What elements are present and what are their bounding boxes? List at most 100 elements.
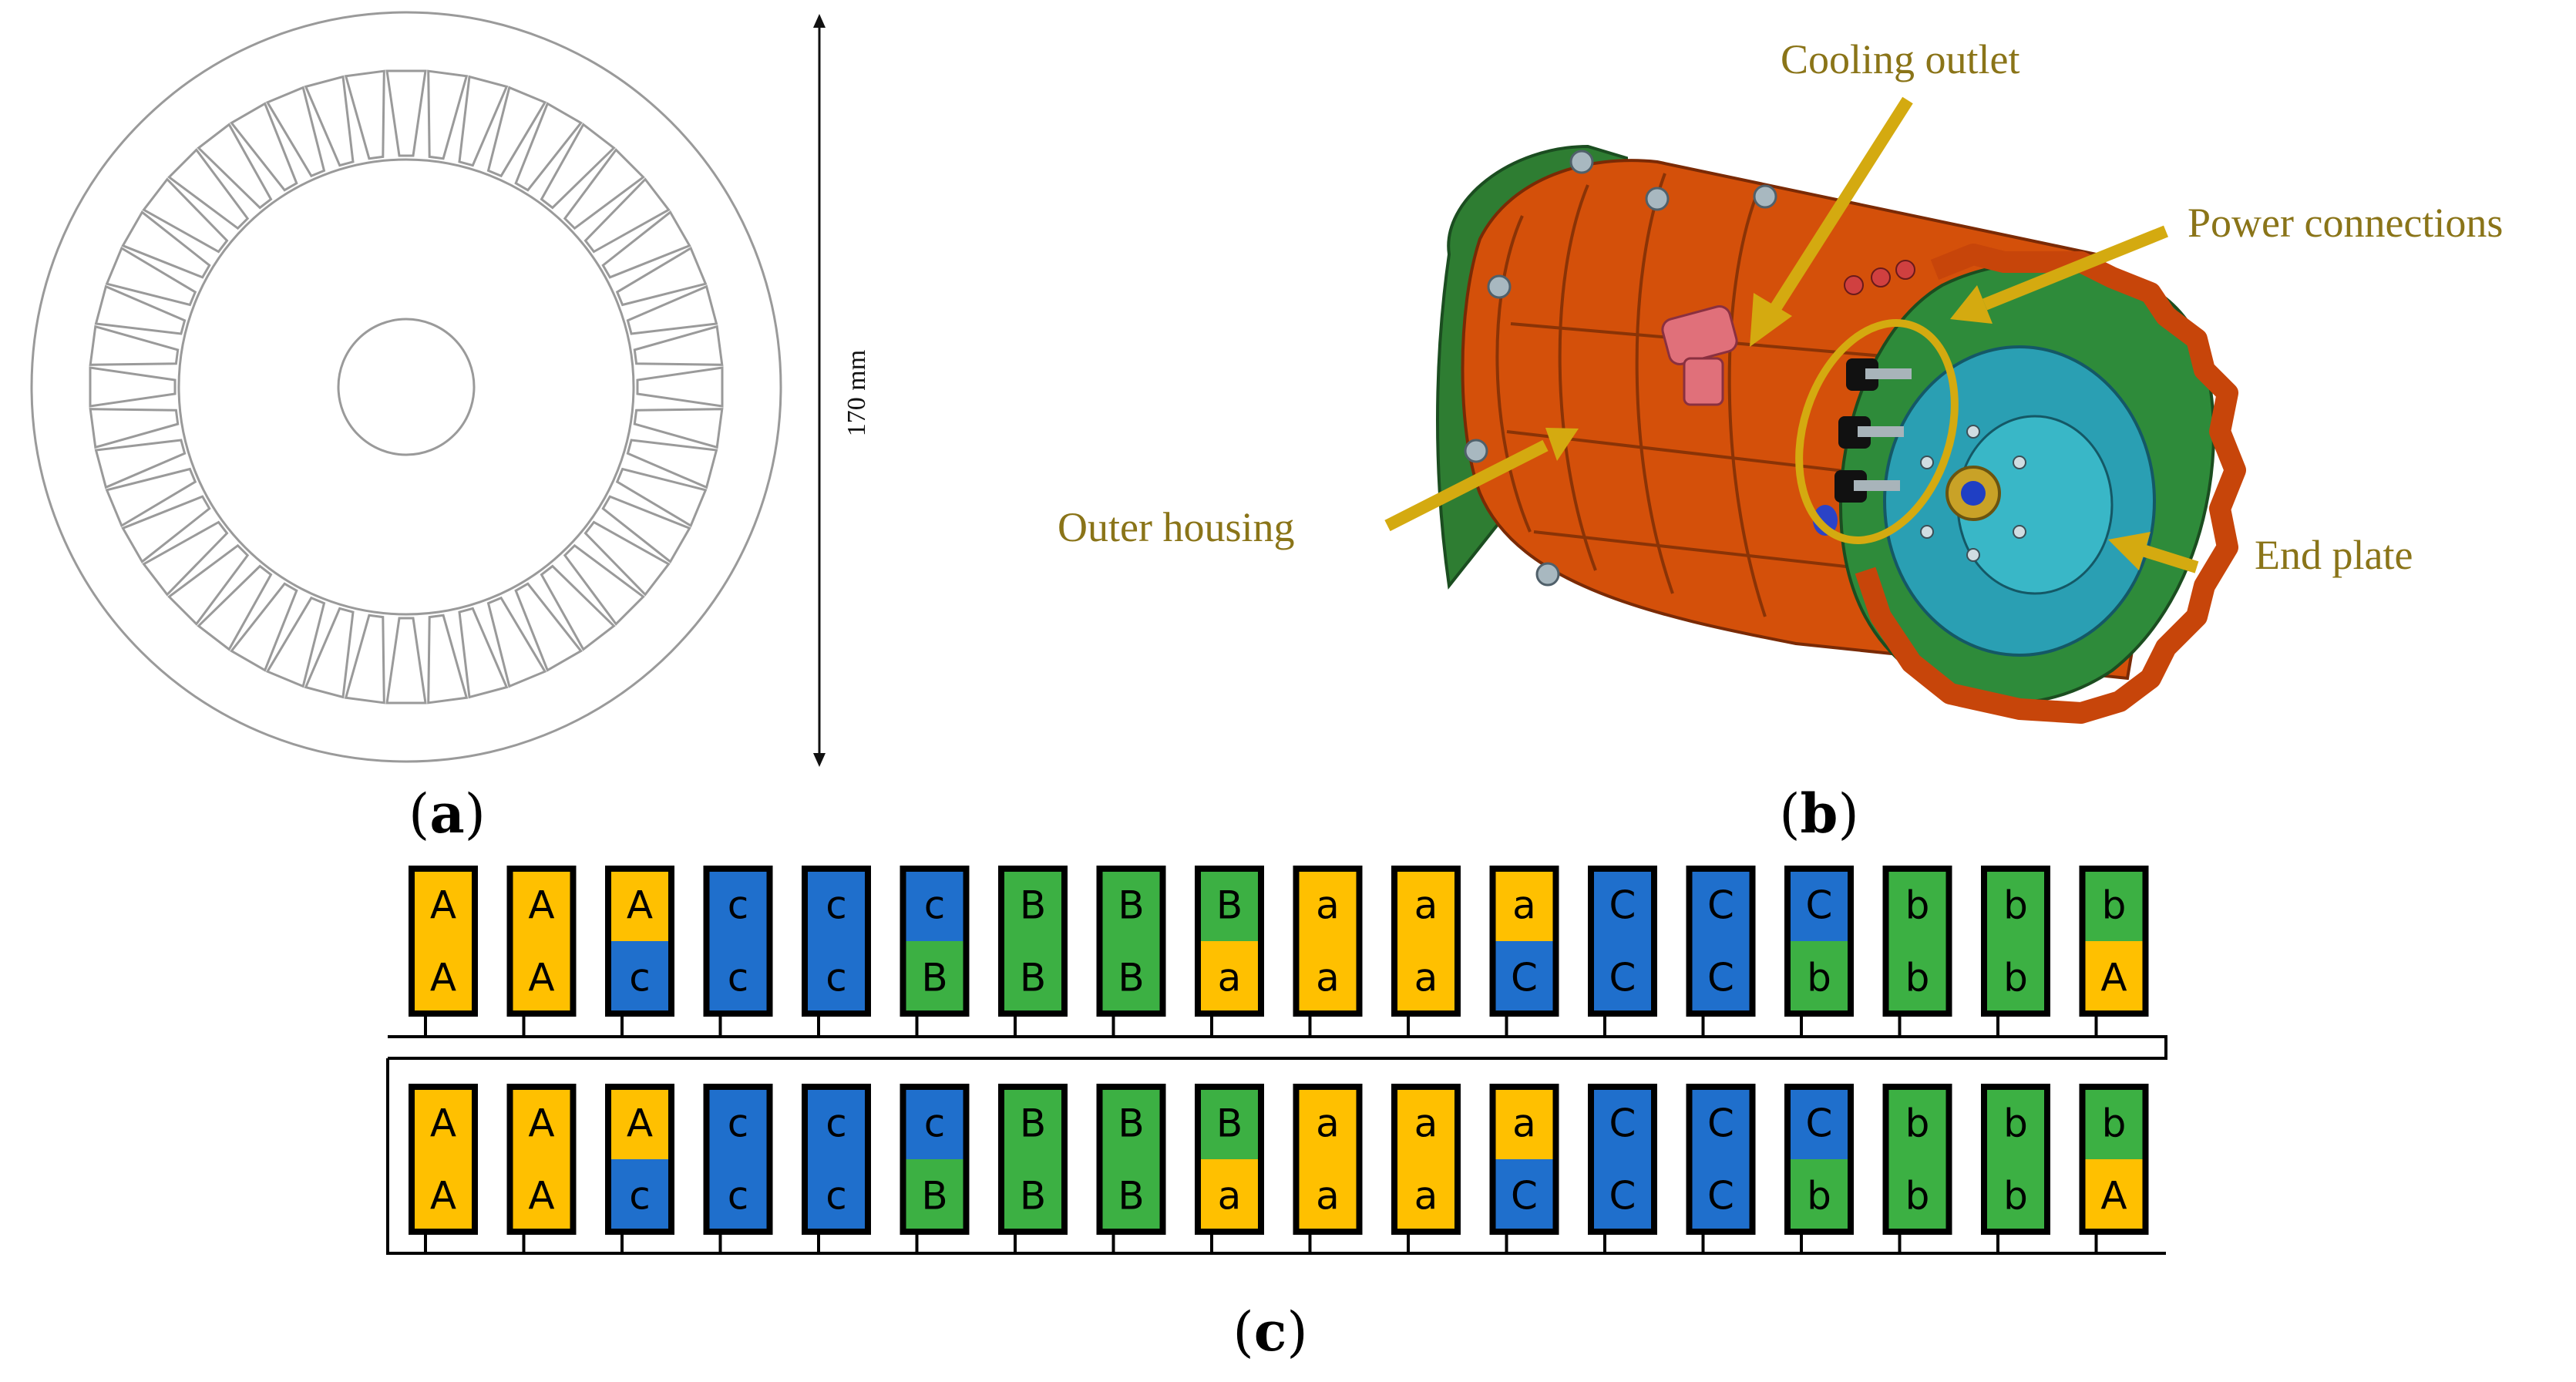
slot-upper-layer — [509, 869, 573, 941]
slot-lower-label: c — [728, 1174, 749, 1219]
slot-lower-layer — [1689, 1159, 1753, 1232]
stator-slot — [615, 467, 708, 528]
slot-lower-label: b — [1905, 1174, 1930, 1219]
stator-slot — [385, 69, 427, 157]
slot-upper-layer — [1787, 1087, 1851, 1159]
stator-slot — [89, 408, 180, 449]
stator-slot — [601, 495, 691, 563]
stator-slot — [563, 148, 645, 230]
slot-border — [2079, 1084, 2149, 1235]
slot-upper-label: c — [826, 883, 847, 928]
slot-border — [1588, 1084, 1657, 1235]
slot-border — [409, 866, 478, 1017]
stator-slot — [230, 582, 298, 672]
slot-upper-layer — [1591, 869, 1654, 941]
slot-upper-label: C — [1707, 883, 1734, 928]
stator-slot — [304, 75, 355, 167]
slot-border — [1096, 1084, 1166, 1235]
slot-lower-label: C — [1707, 1174, 1734, 1219]
slot-upper-layer — [608, 1087, 671, 1159]
winding-slot: CC — [1686, 1084, 1756, 1253]
caption-a: (a) — [409, 782, 486, 846]
slot-border — [703, 866, 773, 1017]
dimension-arrow — [813, 14, 826, 767]
cooling-outlet-fitting — [1661, 305, 1738, 406]
power-terminals — [1834, 358, 1912, 503]
slot-lead-wire — [1308, 1014, 1347, 1037]
winding-slot: BB — [1096, 866, 1166, 1037]
stator-slot — [121, 495, 211, 563]
stator-slot — [458, 607, 509, 699]
winding-slot: BB — [998, 1084, 1068, 1253]
slot-upper-label: B — [1118, 1101, 1144, 1146]
slot-lower-layer — [1787, 941, 1851, 1014]
winding-slot: CC — [1686, 866, 1756, 1037]
dimension-label: 170 mm — [842, 350, 871, 436]
slot-border — [506, 866, 577, 1017]
winding-slot: Ac — [605, 1084, 674, 1253]
stator-slot — [615, 246, 708, 307]
slot-upper-layer — [1198, 869, 1261, 941]
slot-upper-label: A — [627, 1101, 653, 1146]
winding-slot: AA — [506, 866, 577, 1037]
slot-border — [1686, 1084, 1756, 1235]
winding-slot: AA — [409, 866, 478, 1037]
winding-slot: Ba — [1195, 866, 1264, 1037]
callout-arrows — [1384, 96, 2199, 573]
slot-lower-layer — [1198, 941, 1261, 1014]
stator-slot — [633, 324, 724, 366]
slot-upper-layer — [1984, 869, 2047, 941]
slot-lower-layer — [1394, 941, 1458, 1014]
slot-upper-label: a — [1316, 883, 1340, 928]
slot-lower-label: c — [629, 956, 651, 1000]
slot-lower-layer — [1296, 1159, 1360, 1232]
slot-upper-label: a — [1414, 1101, 1438, 1146]
callout-cooling-outlet: Cooling outlet — [1781, 36, 2020, 82]
slot-lower-label: b — [2003, 956, 2028, 1000]
stator-slot — [89, 366, 177, 408]
slot-lead-wire — [1603, 1232, 1606, 1253]
stator-slot — [304, 607, 355, 699]
slot-lower-label: b — [1905, 956, 1930, 1000]
slot-lead-wire — [1800, 1014, 1838, 1037]
slot-upper-layer — [1198, 1087, 1261, 1159]
slot-lower-label: a — [1218, 956, 1242, 1000]
slot-border — [900, 1084, 970, 1235]
slot-upper-label: A — [528, 1101, 554, 1146]
caption-c: (c) — [1233, 1300, 1307, 1364]
slot-upper-layer — [412, 1087, 475, 1159]
slot-lower-layer — [2082, 941, 2146, 1014]
slot-lower-label: a — [1414, 956, 1438, 1000]
stator-slot — [265, 86, 326, 178]
caption-b-letter: b — [1801, 782, 1838, 846]
winding-slot: bb — [1882, 866, 1952, 1037]
slot-border — [2079, 866, 2149, 1017]
slot-upper-label: B — [1216, 883, 1243, 928]
slot-upper-label: C — [1609, 1101, 1636, 1146]
slot-upper-label: b — [2102, 883, 2127, 928]
stator-slot — [197, 564, 273, 651]
slot-lower-layer — [1099, 941, 1163, 1014]
slot-lower-label: C — [1707, 956, 1734, 1000]
slot-lead-wire — [1210, 1014, 1249, 1037]
slot-upper-label: a — [1512, 883, 1536, 928]
slot-border — [1391, 866, 1461, 1017]
slot-upper-layer — [805, 869, 868, 941]
winding-slot: cB — [900, 1084, 970, 1253]
slot-lower-label: b — [2003, 1174, 2028, 1219]
slot-upper-layer — [412, 869, 475, 941]
outer-housing-arrow — [1384, 428, 1579, 532]
slot-lower-label: B — [1020, 1174, 1046, 1219]
slot-lower-layer — [509, 941, 573, 1014]
housing-bolts — [1464, 150, 1777, 587]
slot-upper-label: B — [1216, 1101, 1243, 1146]
slot-lower-layer — [1099, 1159, 1163, 1232]
slot-lower-layer — [1001, 1159, 1064, 1232]
slot-lower-label: c — [826, 1174, 847, 1219]
end-winding-connector-top — [388, 1035, 2167, 1060]
slot-upper-label: b — [2102, 1101, 2127, 1146]
slot-lower-layer — [608, 941, 671, 1014]
slot-upper-label: C — [1609, 883, 1636, 928]
end-plate-arrow — [2108, 532, 2199, 573]
